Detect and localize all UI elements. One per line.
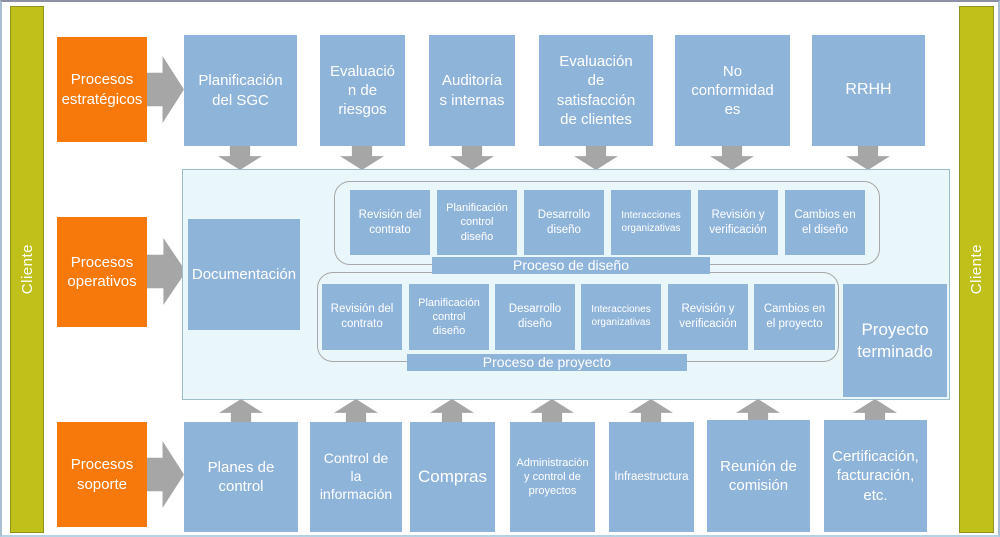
arrow-up-icon: [430, 399, 474, 423]
group-procesos-operativos: Procesos operativos: [57, 217, 147, 327]
box-planes-control: Planes de control: [184, 422, 298, 532]
project-step-revision-contrato: Revisión del contrato: [322, 284, 402, 350]
box-compras: Compras: [410, 422, 495, 532]
box-certificacion-facturacion: Certificación, facturación, etc.: [824, 420, 927, 532]
arrow-right-icon: [147, 56, 184, 123]
box-auditorias-internas: Auditoría s internas: [429, 35, 515, 146]
box-evaluacion-riesgos: Evaluació n de riesgos: [320, 35, 405, 146]
project-step-revision-verificacion: Revisión y verificación: [668, 284, 748, 350]
box-evaluacion-satisfaccion: Evaluación de satisfacción de clientes: [539, 35, 653, 146]
arrow-down-icon: [340, 146, 384, 170]
design-process-label: Proceso de diseño: [432, 257, 710, 274]
project-step-cambios: Cambios en el proyecto: [754, 284, 835, 350]
box-infraestructura: Infraestructura: [609, 422, 694, 532]
project-step-interacciones: Interacciones organizativas: [581, 284, 661, 350]
box-planificacion-sgc: Planificación del SGC: [184, 35, 297, 146]
arrow-right-icon: [147, 238, 186, 305]
arrow-down-icon: [574, 146, 618, 170]
design-step-desarrollo: Desarrollo diseño: [524, 190, 604, 255]
design-step-interacciones: Interacciones organizativas: [611, 190, 691, 255]
arrow-up-icon: [334, 399, 378, 423]
box-no-conformidades: No conformidad es: [675, 35, 790, 146]
arrow-down-icon: [710, 146, 754, 170]
design-step-revision-contrato: Revisión del contrato: [350, 190, 430, 255]
box-rrhh: RRHH: [812, 35, 925, 146]
box-documentacion: Documentación: [188, 219, 300, 330]
arrow-up-icon: [530, 399, 574, 423]
arrow-up-icon: [219, 399, 263, 423]
arrow-down-icon: [450, 146, 494, 170]
arrow-right-icon: [147, 441, 184, 508]
group-procesos-soporte: Procesos soporte: [57, 422, 147, 527]
box-control-informacion: Control de la información: [310, 422, 402, 532]
group-procesos-estrategicos: Procesos estratégicos: [57, 37, 147, 142]
box-reunion-comision: Reunión de comisión: [707, 420, 810, 532]
design-step-revision-verificacion: Revisión y verificación: [698, 190, 778, 255]
arrow-down-icon: [218, 146, 262, 170]
client-bar-left-label: Cliente: [18, 244, 36, 295]
client-bar-right-label: Cliente: [968, 244, 985, 295]
project-step-planificacion-control: Planificación control diseño: [409, 284, 489, 350]
client-bar-left: Cliente: [10, 6, 44, 533]
client-bar-right: Cliente: [959, 6, 994, 533]
design-step-cambios: Cambios en el diseño: [785, 190, 865, 255]
box-proyecto-terminado: Proyecto terminado: [843, 284, 947, 397]
arrow-up-icon: [629, 399, 673, 423]
project-process-label: Proceso de proyecto: [407, 354, 687, 371]
design-step-planificacion-control: Planificación control diseño: [437, 190, 517, 255]
arrow-down-icon: [846, 146, 890, 170]
box-administracion-proyectos: Administración y control de proyectos: [510, 422, 595, 532]
project-step-desarrollo: Desarrollo diseño: [495, 284, 575, 350]
